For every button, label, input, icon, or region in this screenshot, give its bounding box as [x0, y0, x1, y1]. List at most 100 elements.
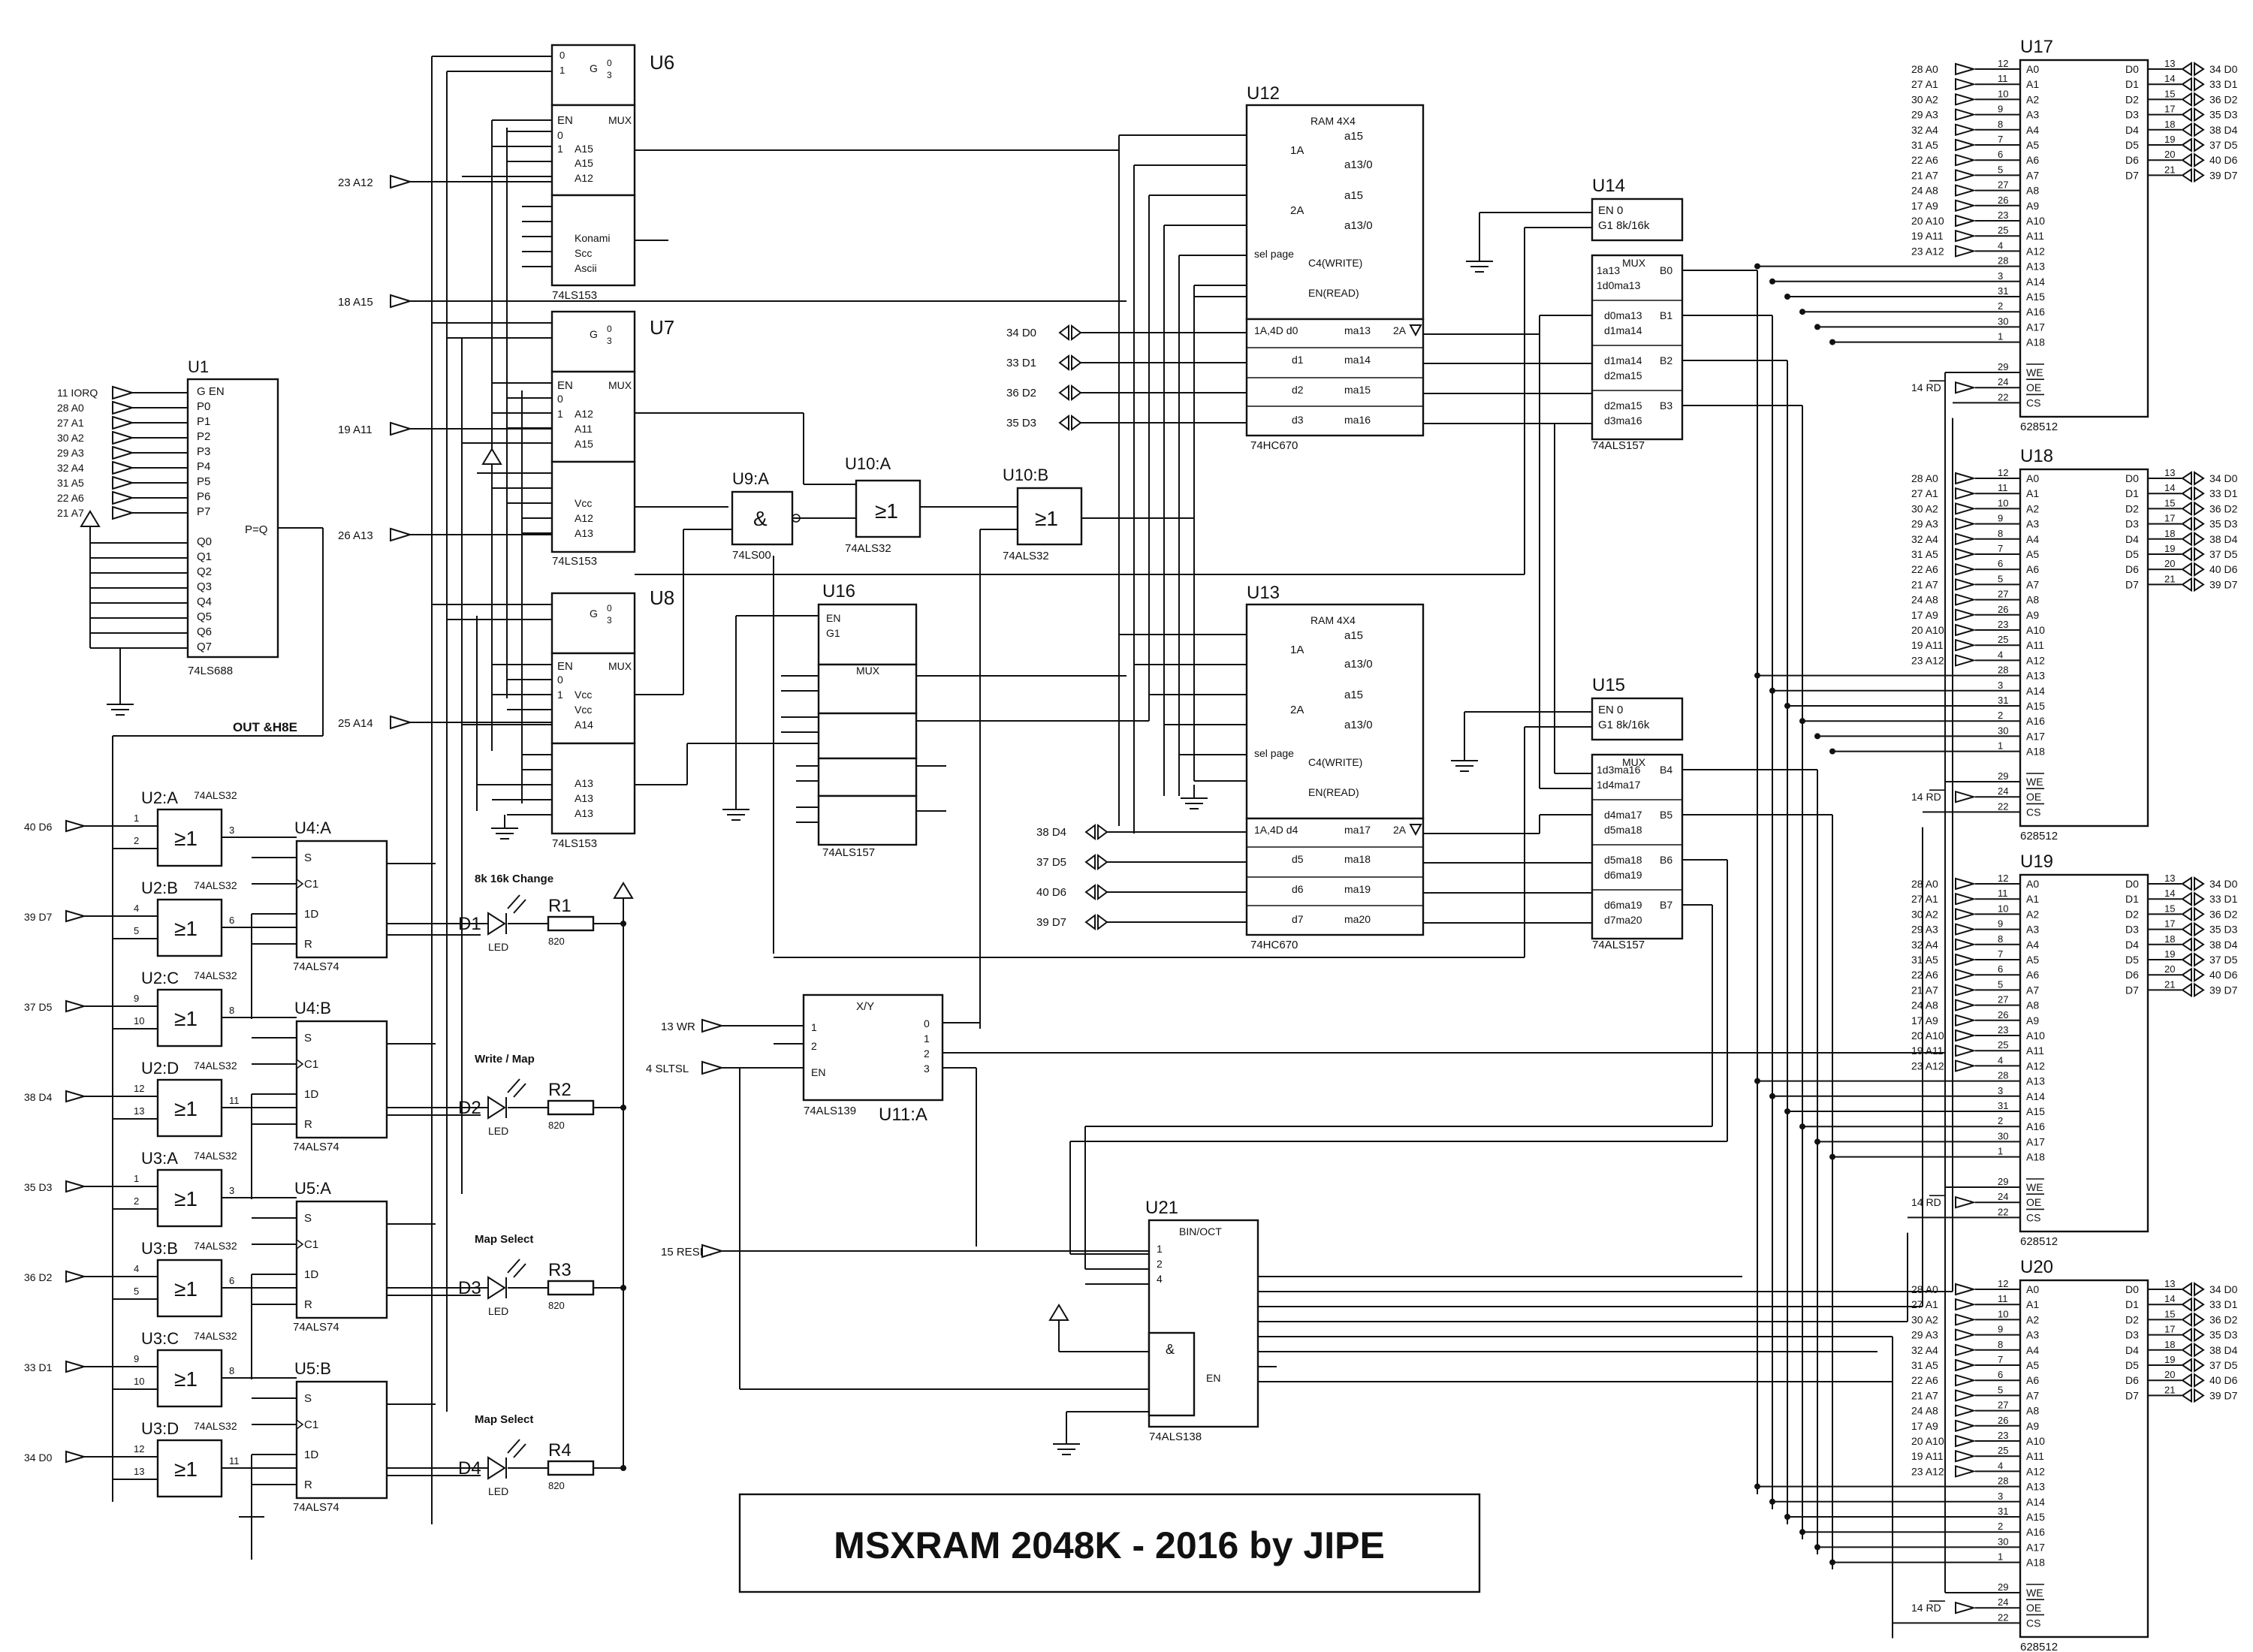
svg-text:1: 1: [1157, 1243, 1163, 1255]
gate-symbol: ≥1: [174, 1007, 198, 1030]
gate-body: [156, 988, 223, 1048]
bidir-arrow: [2181, 891, 2205, 907]
pin-number: 15: [2164, 497, 2175, 508]
resistor-value: 820: [548, 1300, 565, 1311]
pin-number: 29: [1998, 361, 2008, 372]
svg-text:G1 8k/16k: G1 8k/16k: [1598, 719, 1650, 731]
pin-number: 7: [1998, 543, 2003, 554]
chip-type: 628512: [2020, 421, 2058, 433]
svg-text:d1ma14: d1ma14: [1604, 324, 1642, 336]
pin-number: 5: [134, 925, 139, 936]
pin-name: A13: [2026, 1075, 2045, 1087]
wire: [507, 894, 520, 909]
in-arrow: [1955, 93, 1977, 106]
svg-text:EN(READ): EN(READ): [1308, 287, 1359, 299]
pin-name: D0: [2125, 63, 2139, 75]
bidir-arrow: [2181, 1327, 2205, 1343]
wire: [513, 1443, 526, 1458]
in-arrow: [65, 1270, 87, 1283]
resistor-ref: R4: [548, 1440, 572, 1461]
vcc-arrow: [613, 882, 634, 899]
bus-signal: 28 A0: [1911, 878, 1938, 890]
pin-name: A17: [2026, 321, 2045, 333]
bus-signal: 34 D0: [24, 1452, 53, 1464]
bus-signal: 38 D4: [2209, 1344, 2238, 1356]
pin-number: 14: [2164, 482, 2175, 493]
pin-name: A2: [2026, 908, 2039, 920]
pin-name: A10: [2026, 215, 2045, 227]
svg-text:&: &: [753, 507, 768, 530]
in-arrow: [1955, 472, 1977, 485]
svg-text:34 D0: 34 D0: [1006, 327, 1036, 339]
svg-text:40 D6: 40 D6: [1036, 886, 1066, 899]
bidir-arrow: [2181, 92, 2205, 107]
bus-signal: 36 D2: [2209, 502, 2238, 514]
pin-name: A3: [2026, 518, 2039, 530]
chip-ref: U18: [2020, 446, 2053, 466]
pin-number: 18: [2164, 528, 2175, 539]
pin-number: 18: [2164, 1339, 2175, 1350]
svg-text:MUX: MUX: [608, 114, 632, 126]
in-arrow: [1955, 562, 1977, 576]
pin-number: 8: [229, 1005, 234, 1016]
bus-signal: 34 D0: [2209, 472, 2238, 484]
bidir-arrow: [2181, 501, 2205, 517]
in-arrow: [1955, 654, 1977, 667]
svg-text:X/Y: X/Y: [856, 1000, 874, 1013]
in-arrow: [1955, 381, 1977, 394]
pin-name: D3: [2125, 518, 2139, 530]
svg-text:1: 1: [811, 1021, 817, 1033]
pin-name: A15: [2026, 1105, 2045, 1117]
pin-number: 9: [1998, 1324, 2003, 1335]
pin-number: 6: [229, 915, 234, 926]
in-arrow: [1955, 77, 1977, 91]
svg-text:74LS00: 74LS00: [732, 549, 771, 562]
in-arrow: [65, 1180, 87, 1193]
ff-body: [295, 1380, 388, 1500]
ram-body: [2019, 1279, 2149, 1638]
bidir-arrow: [2181, 167, 2205, 183]
junction: [1814, 733, 1820, 740]
pin-number: 26: [1998, 1415, 2008, 1426]
pin-number: 31: [1998, 1506, 2008, 1517]
pin-number: 14: [2164, 73, 2175, 84]
gate-ref: U2:A: [141, 788, 178, 807]
pin-number: 13: [2164, 467, 2175, 478]
pin-number: 10: [1998, 1308, 2008, 1319]
pin-number: 12: [1998, 1278, 2008, 1289]
pin-number: 12: [1998, 58, 2008, 69]
pin-name: A16: [2026, 1526, 2045, 1538]
ff-ref: U5:A: [294, 1179, 331, 1198]
svg-text:3: 3: [924, 1063, 930, 1075]
svg-text:1: 1: [557, 408, 563, 420]
in-arrow: [1955, 214, 1977, 228]
in-arrow: [1955, 1283, 1977, 1296]
pin-name: A5: [2026, 139, 2039, 151]
pin-number: 4: [1998, 1054, 2003, 1066]
svg-text:1A: 1A: [1290, 644, 1304, 656]
svg-text:36 D2: 36 D2: [1006, 387, 1036, 399]
pin-name: A12: [2026, 1465, 2045, 1477]
pin-number: 18: [2164, 933, 2175, 945]
svg-text:U10:B: U10:B: [1003, 466, 1048, 484]
bus-signal: 36 D2: [24, 1271, 53, 1283]
bus-signal: 38 D4: [24, 1091, 53, 1103]
svg-text:33 D1: 33 D1: [1006, 357, 1036, 369]
svg-text:G: G: [590, 328, 598, 340]
pin-label: Q6: [197, 626, 212, 638]
bus-signal: 32 A4: [1911, 533, 1938, 545]
pin-name: A15: [2026, 700, 2045, 712]
clock-marker: [296, 1418, 304, 1430]
bus-signal: 29 A3: [1911, 1329, 1938, 1341]
pin-name: A0: [2026, 878, 2039, 890]
bus-signal: 17 A9: [1911, 609, 1938, 621]
resistor-ref: R1: [548, 896, 572, 916]
svg-text:0: 0: [607, 324, 612, 334]
pin-number: 9: [134, 1353, 139, 1364]
svg-text:B2: B2: [1660, 354, 1672, 366]
pin-name: A10: [2026, 1435, 2045, 1447]
in-arrow: [1955, 1449, 1977, 1463]
bus-signal: 30 A2: [57, 432, 84, 444]
pin-name: D2: [2125, 908, 2139, 920]
